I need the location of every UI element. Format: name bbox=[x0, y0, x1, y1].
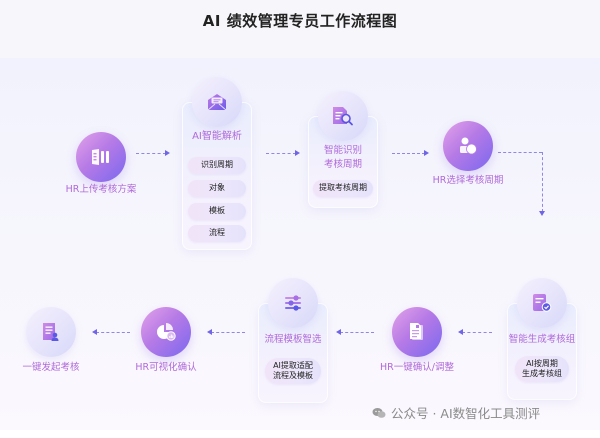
user-group-icon bbox=[460, 137, 477, 155]
select-cycle-label: HR选择考核周期 bbox=[432, 175, 504, 186]
generate-group-label: 智能生成考核组 bbox=[508, 334, 576, 345]
ai-parse-icon-circle bbox=[192, 77, 242, 127]
smart-recognize-item-extract: 提取考核周期 bbox=[313, 180, 373, 197]
smart-recognize-icon-circle bbox=[318, 91, 368, 141]
smart-recognize-label-line2: 考核周期 bbox=[323, 158, 362, 170]
arrow-template-to-visual bbox=[211, 332, 245, 333]
template-select-icon-circle bbox=[268, 278, 318, 328]
confirm-adjust-node bbox=[392, 307, 442, 357]
envelope-open-icon bbox=[207, 94, 227, 111]
template-select-pill: AI提取适配 流程及模板 bbox=[265, 358, 321, 384]
generate-group-pill-line1: AI按周期 bbox=[526, 358, 558, 368]
confirm-adjust-label: HR一键确认/调整 bbox=[380, 362, 454, 373]
template-select-pill-line1: AI提取适配 bbox=[273, 360, 313, 370]
ai-parse-item-template: 模板 bbox=[188, 203, 246, 220]
watermark: 公众号 · AI数智化工具测评 bbox=[372, 403, 540, 422]
visual-confirm-node bbox=[141, 307, 191, 357]
smart-recognize-label-line1: 智能识别 bbox=[323, 145, 362, 156]
template-select-label: 流程模板智选 bbox=[264, 334, 322, 345]
smart-recognize-label: 智能识别 考核周期 bbox=[308, 144, 378, 172]
document-stack-icon bbox=[410, 323, 423, 340]
generate-group-icon-circle bbox=[517, 278, 567, 328]
arrow-visual-to-launch bbox=[96, 332, 130, 333]
ai-parse-label: AI智能解析 bbox=[192, 131, 242, 142]
watermark-text: 公众号 · AI数智化工具测评 bbox=[391, 406, 541, 421]
generate-group-pill-line2: 生成考核组 bbox=[522, 369, 562, 378]
footer-strip bbox=[0, 430, 600, 438]
arrow-generate-to-confirm bbox=[462, 332, 492, 333]
pie-chart-icon bbox=[157, 323, 176, 341]
form-user-icon bbox=[43, 323, 59, 341]
generate-group-pill: AI按周期 生成考核组 bbox=[515, 356, 569, 382]
arrowhead-down bbox=[539, 211, 545, 216]
select-cycle-node bbox=[443, 121, 493, 171]
arrow-parse-to-recognize bbox=[266, 153, 296, 154]
arrowhead-left bbox=[458, 329, 463, 335]
arrowhead-left bbox=[336, 329, 341, 335]
upload-plan-label: HR上传考核方案 bbox=[65, 184, 137, 195]
document-columns-icon bbox=[92, 149, 109, 165]
ai-parse-item-target: 对象 bbox=[188, 180, 246, 197]
arrowhead-left bbox=[92, 329, 97, 335]
launch-label: 一键发起考核 bbox=[22, 362, 80, 373]
arrowhead-right bbox=[295, 150, 300, 156]
visual-confirm-label: HR可视化确认 bbox=[135, 362, 197, 373]
sliders-icon bbox=[285, 295, 301, 311]
arrowhead-left bbox=[207, 329, 212, 335]
ai-parse-item-process: 流程 bbox=[188, 225, 246, 242]
upload-plan-node bbox=[76, 132, 126, 182]
ai-parse-item-cycle: 识别周期 bbox=[188, 157, 246, 174]
arrow-select-to-generate-v bbox=[542, 152, 543, 212]
arrow-confirm-to-template bbox=[340, 332, 374, 333]
arrowhead-right bbox=[165, 150, 170, 156]
page-title: AI 绩效管理专员工作流程图 bbox=[202, 12, 398, 30]
arrowhead-right bbox=[424, 150, 429, 156]
document-search-icon bbox=[333, 107, 353, 126]
arrow-select-to-generate-h bbox=[498, 152, 542, 153]
arrow-recognize-to-select bbox=[392, 153, 425, 154]
clipboard-check-icon bbox=[533, 294, 552, 312]
wechat-icon bbox=[372, 407, 386, 418]
launch-node bbox=[26, 307, 76, 357]
arrow-upload-to-parse bbox=[136, 153, 166, 154]
template-select-pill-line2: 流程及模板 bbox=[273, 371, 313, 380]
